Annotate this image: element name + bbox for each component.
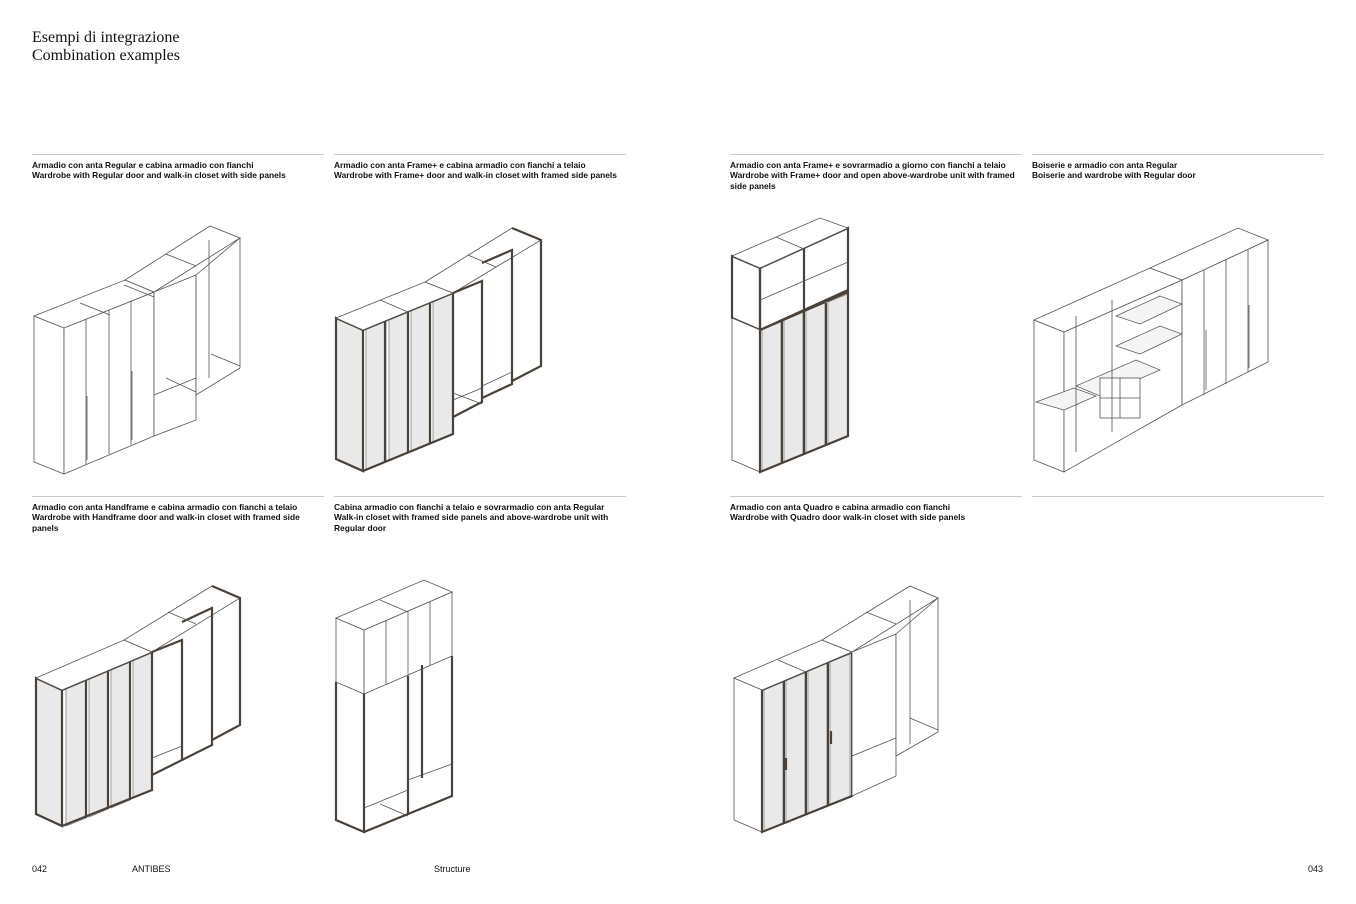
divider <box>1032 154 1324 155</box>
wardrobe-handframe-illustration <box>34 584 242 828</box>
collection-name: ANTIBES <box>132 864 171 874</box>
wardrobe-above-unit-illustration <box>730 217 850 474</box>
wardrobe-quadro-illustration <box>732 585 939 834</box>
page-number-right: 043 <box>1308 864 1324 874</box>
divider <box>32 496 324 497</box>
caption-english: Wardrobe with Frame+ door and open above… <box>730 170 1015 191</box>
divider <box>32 154 324 155</box>
caption-english: Wardrobe with Handframe door and walk-in… <box>32 512 300 533</box>
wardrobe-frame-plus-illustration <box>334 226 543 473</box>
empty-divider <box>1032 496 1324 497</box>
caption-italian: Cabina armadio con fianchi a telaio e so… <box>334 502 605 512</box>
caption-english: Wardrobe with Regular door and walk-in c… <box>32 170 286 181</box>
caption-english: Wardrobe with Frame+ door and walk-in cl… <box>334 170 617 181</box>
example-caption-1: Armadio con anta Regular e cabina armadi… <box>32 154 324 181</box>
section-name: Structure <box>434 864 471 874</box>
divider <box>730 496 1022 497</box>
example-caption-6: Cabina armadio con fianchi a telaio e so… <box>334 496 626 533</box>
caption-english: Wardrobe with Quadro door walk-in closet… <box>730 512 966 523</box>
example-caption-5: Armadio con anta Handframe e cabina arma… <box>32 496 324 533</box>
caption-english: Walk-in closet with framed side panels a… <box>334 512 609 533</box>
walk-in-closet-above-unit-illustration <box>334 579 454 834</box>
divider <box>334 496 626 497</box>
divider <box>334 154 626 155</box>
caption-italian: Armadio con anta Frame+ e sovrarmadio a … <box>730 160 1006 170</box>
title-italian: Esempi di integrazione <box>32 29 180 46</box>
title-english: Combination examples <box>32 47 180 64</box>
divider <box>730 154 1022 155</box>
caption-italian: Armadio con anta Handframe e cabina arma… <box>32 502 298 512</box>
wardrobe-regular-illustration <box>32 225 241 475</box>
caption-italian: Armadio con anta Quadro e cabina armadio… <box>730 502 951 512</box>
example-caption-2: Armadio con anta Frame+ e cabina armadio… <box>334 154 626 181</box>
caption-italian: Armadio con anta Frame+ e cabina armadio… <box>334 160 586 170</box>
boiserie-illustration <box>1032 227 1270 473</box>
example-caption-3: Armadio con anta Frame+ e sovrarmadio a … <box>730 154 1022 191</box>
caption-italian: Armadio con anta Regular e cabina armadi… <box>32 160 254 170</box>
caption-english: Boiserie and wardrobe with Regular door <box>1032 170 1196 181</box>
example-caption-7: Armadio con anta Quadro e cabina armadio… <box>730 496 1022 523</box>
example-caption-4: Boiserie e armadio con anta Regular Bois… <box>1032 154 1324 181</box>
page-number-left: 042 <box>32 864 48 874</box>
caption-italian: Boiserie e armadio con anta Regular <box>1032 160 1178 170</box>
page-title: Esempi di integrazione Combination examp… <box>32 29 180 65</box>
